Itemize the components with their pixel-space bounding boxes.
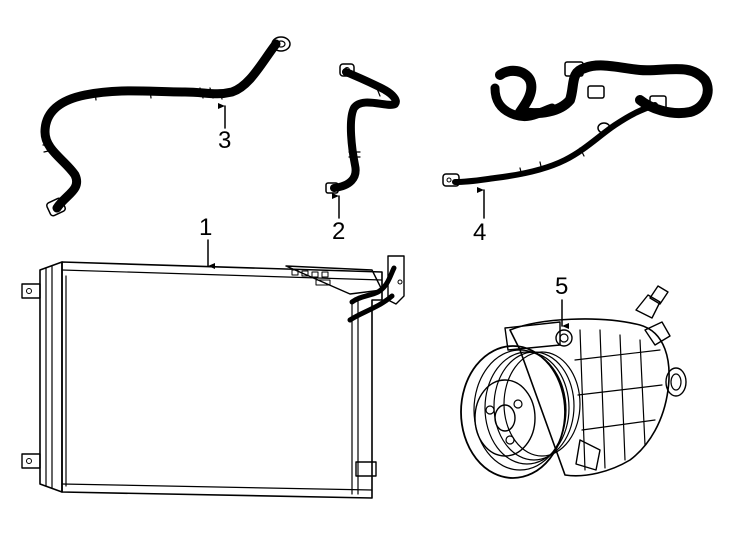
- callout-label-2: 2: [332, 218, 346, 245]
- condenser-part-1: [21, 239, 405, 499]
- callout-label-3: 3: [218, 127, 232, 154]
- callout-label-1: 1: [199, 214, 213, 241]
- tube-part-2: [325, 63, 400, 219]
- callout-label-5: 5: [555, 273, 569, 300]
- hose-assembly-part-4: [442, 60, 713, 219]
- callout-label-4: 4: [473, 219, 487, 246]
- compressor-part-5: [460, 285, 687, 479]
- hose-part-3: [40, 36, 291, 217]
